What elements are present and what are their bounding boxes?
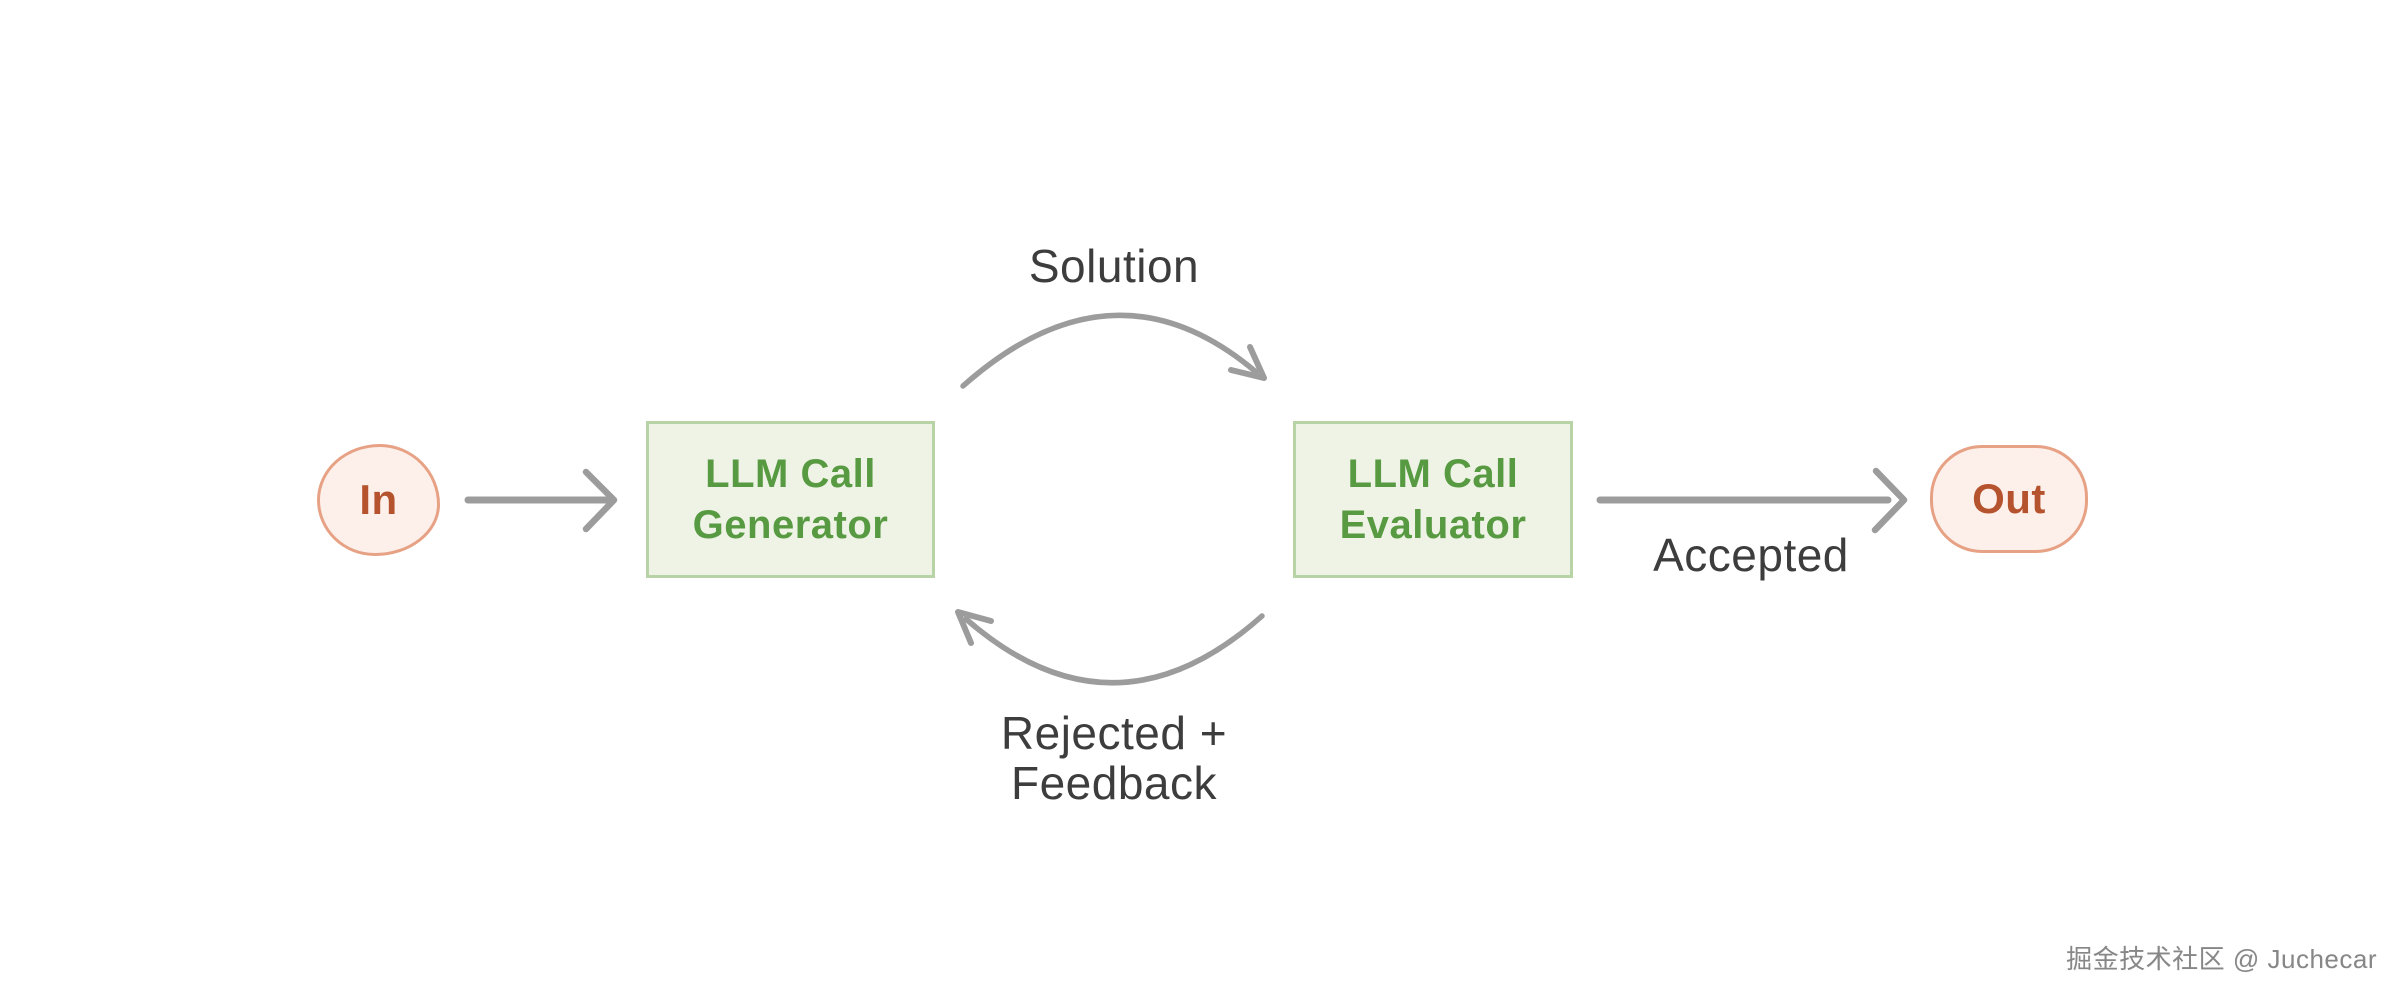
arrow-rejected-curve <box>955 609 1265 686</box>
watermark-text: 掘金技术社区 @ Juchecar <box>2066 944 2377 974</box>
node-in: In <box>317 444 440 556</box>
arrow-solution-curve <box>960 312 1267 389</box>
edge-label-rejected-feedback: Rejected + Feedback <box>1000 707 1228 809</box>
edge-label-solution: Solution <box>1028 240 1200 292</box>
node-generator-label: LLM Call Generator <box>692 451 889 547</box>
arrow-evaluator-to-out <box>1596 467 1908 534</box>
node-out-label: Out <box>1972 475 2046 522</box>
arrow-in-to-generator <box>464 468 618 533</box>
edge-label-accepted: Accepted <box>1653 529 1849 581</box>
node-evaluator-label: LLM Call Evaluator <box>1339 451 1527 547</box>
node-llm-call-generator: LLM Call Generator <box>646 421 935 578</box>
node-in-label: In <box>359 476 398 523</box>
node-llm-call-evaluator: LLM Call Evaluator <box>1293 421 1573 578</box>
node-out: Out <box>1930 445 2088 553</box>
